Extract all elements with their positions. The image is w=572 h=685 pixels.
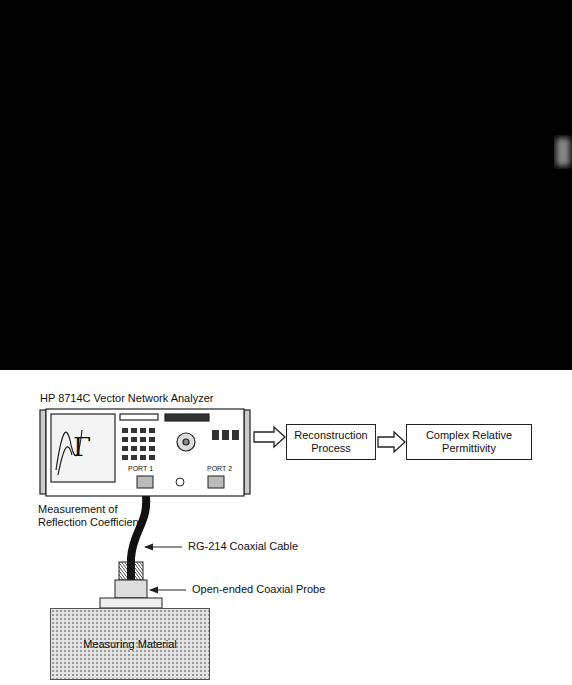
key: [131, 446, 137, 451]
key: [149, 428, 155, 433]
result-box: Complex Relative Permittivity: [406, 424, 532, 460]
display-strip: [165, 414, 209, 421]
port-label: PORT 2: [207, 465, 232, 473]
leader-arrow: [150, 589, 186, 590]
handle: [40, 410, 46, 494]
key: [131, 428, 137, 433]
trace: [58, 447, 72, 475]
callout: RG-214 Coaxial Cable: [188, 540, 298, 553]
flow-arrow: [254, 427, 285, 447]
heading: HP 8714C Vector Network Analyzer: [40, 392, 252, 405]
photo-background: [0, 0, 572, 370]
port-connector: [208, 476, 224, 488]
photo: [0, 0, 572, 372]
box-label: Complex Relative Permittivity: [412, 429, 526, 455]
key: [149, 437, 155, 442]
key: [131, 437, 137, 442]
probe-connector: [119, 562, 143, 580]
key: [122, 455, 128, 460]
key: [140, 437, 146, 442]
probe-flange: [100, 598, 162, 608]
screen: [51, 414, 115, 482]
key: [140, 428, 146, 433]
key: [131, 455, 137, 460]
process-box: Reconstruction Process: [286, 424, 376, 460]
analyzer: HP 8714C Vector Network Analyzer: [38, 392, 252, 498]
box-label: Reconstruction Process: [292, 429, 370, 455]
key: [149, 455, 155, 460]
leader-arrow: [145, 546, 182, 547]
key: [140, 455, 146, 460]
knob: [177, 433, 195, 451]
key: [222, 430, 229, 440]
callout: Open-ended Coaxial Probe: [192, 583, 325, 596]
key: [232, 430, 239, 440]
port-connector: [137, 476, 153, 488]
key: [122, 437, 128, 442]
key: [122, 428, 128, 433]
flow-arrow: [378, 432, 405, 452]
key: [122, 446, 128, 451]
material-block: Measuring Material: [50, 608, 210, 680]
handle: [244, 410, 250, 494]
key: [149, 446, 155, 451]
key: [140, 446, 146, 451]
port-label: PORT 1: [128, 465, 153, 473]
gamma-symbol: Γ: [73, 432, 91, 462]
callout: Measurement of Reflection Coefficient: [38, 503, 148, 529]
box-label: Measuring Material: [83, 638, 177, 651]
panel: [120, 414, 158, 420]
photo-highlight: [556, 138, 570, 166]
analyzer-body: [46, 409, 244, 496]
jack: [176, 478, 184, 486]
probe-nut: [115, 580, 147, 598]
knob: [183, 439, 189, 445]
key: [212, 430, 219, 440]
